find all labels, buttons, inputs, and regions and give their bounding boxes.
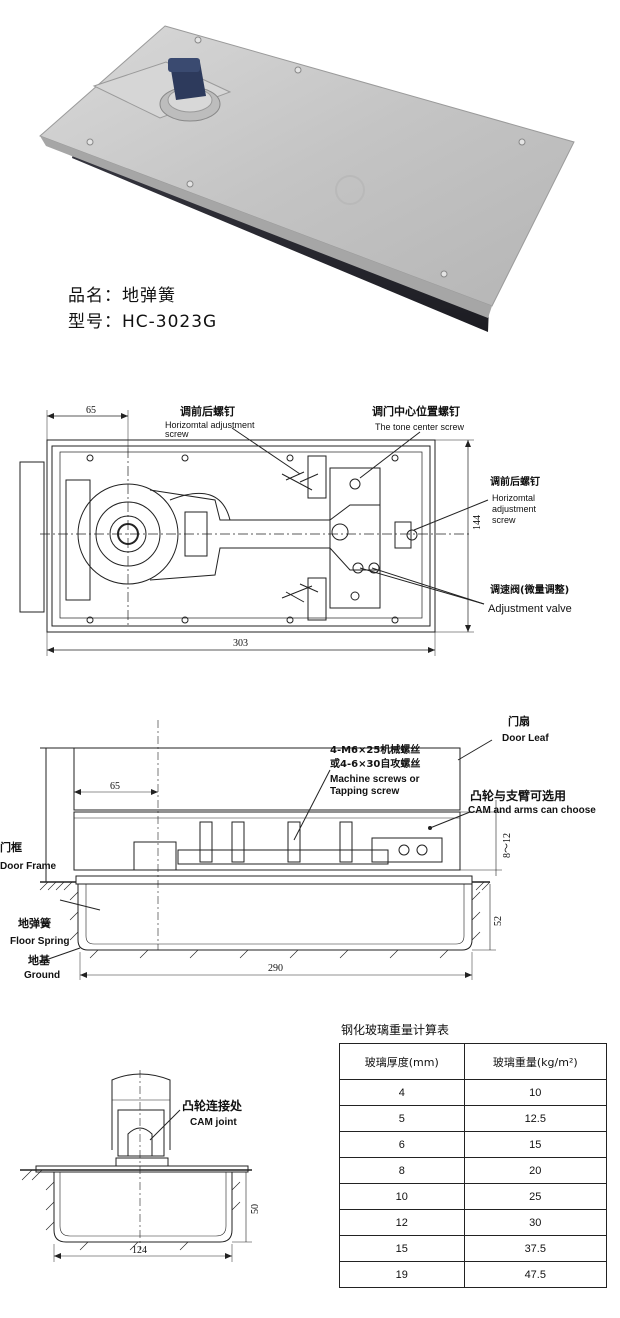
header-thickness: 玻璃厚度(mm) (339, 1043, 465, 1080)
weight-cell: 37.5 (463, 1235, 608, 1262)
dim-144: 144 (472, 515, 483, 530)
weight-cell: 25 (463, 1183, 608, 1210)
dim-65-side: 65 (110, 781, 120, 792)
thickness-cell: 6 (339, 1131, 465, 1158)
dim-8-12: 8～12 (502, 833, 513, 858)
dim-124: 124 (132, 1245, 147, 1256)
side-view-drawing (39, 720, 502, 980)
weight-cell: 10 (463, 1079, 608, 1106)
callout-right-screw-en-2: adjustment (492, 504, 537, 514)
cam-joint-en: CAM joint (190, 1117, 237, 1128)
floor-spring-en: Floor Spring (10, 936, 70, 947)
cam-choose-en: CAM and arms can choose (468, 805, 596, 816)
weight-cell: 15 (463, 1131, 608, 1158)
callout-center-cn: 调门中心位置螺钉 (372, 405, 460, 418)
thickness-cell: 12 (339, 1209, 465, 1236)
callout-front-screw-cn: 调前后螺钉 (180, 405, 235, 418)
weight-cell: 47.5 (463, 1261, 608, 1288)
product-photo (39, 25, 575, 332)
cam-choose-cn: 凸轮与支臂可选用 (470, 789, 567, 803)
door-frame-en: Door Frame (0, 861, 57, 872)
callout-valve-en: Adjustment valve (488, 603, 572, 615)
callout-valve-cn: 调速阀(微量调整) (490, 585, 570, 596)
callout-right-screw-en-1: Horizomtal (492, 493, 536, 503)
dim-50: 50 (250, 1204, 261, 1214)
ground-en: Ground (24, 970, 61, 981)
dim-303: 303 (233, 638, 248, 649)
thickness-cell: 8 (339, 1157, 465, 1184)
weight-cell: 12.5 (463, 1105, 608, 1132)
dim-52: 52 (493, 916, 504, 926)
thickness-cell: 10 (339, 1183, 465, 1210)
thickness-cell: 5 (339, 1105, 465, 1132)
weight-cell: 30 (463, 1209, 608, 1236)
door-frame-cn: 门框 (0, 841, 22, 854)
cam-joint-cn: 凸轮连接处 (182, 1099, 243, 1113)
callout-right-screw-cn: 调前后螺钉 (490, 477, 540, 488)
weight-cell: 20 (463, 1157, 608, 1184)
door-leaf-cn: 门扇 (508, 715, 530, 728)
header-weight: 玻璃重量(kg/m²) (463, 1043, 608, 1080)
product-model: 型号：HC-3023G (68, 312, 218, 332)
top-view-drawing (19, 410, 489, 656)
callout-center-en: The tone center screw (375, 422, 465, 432)
screws-cn-2: 或4-6×30自攻螺丝 (330, 759, 421, 770)
dim-65-top: 65 (86, 405, 96, 416)
floor-spring-cn: 地弹簧 (18, 917, 51, 930)
thickness-cell: 19 (339, 1261, 465, 1288)
screws-en-2: Tapping screw (330, 786, 400, 797)
ground-cn: 地基 (28, 954, 50, 967)
thickness-cell: 15 (339, 1235, 465, 1262)
end-view-drawing (20, 1070, 252, 1262)
dim-290: 290 (268, 963, 283, 974)
callout-front-screw-en: Horizomtal adjustment screw (165, 420, 255, 439)
screws-en-1: Machine screws or (330, 774, 420, 785)
table-header-row: 玻璃厚度(mm) 玻璃重量(kg/m²) (339, 1043, 608, 1080)
callout-right-screw-en-3: screw (492, 515, 516, 525)
product-name: 品名：地弹簧 (68, 286, 176, 306)
door-leaf-en: Door Leaf (502, 733, 549, 744)
glass-table-title: 钢化玻璃重量计算表 (341, 1023, 450, 1037)
thickness-cell: 4 (339, 1079, 465, 1106)
screws-cn-1: 4-M6×25机械螺丝 (330, 745, 421, 756)
